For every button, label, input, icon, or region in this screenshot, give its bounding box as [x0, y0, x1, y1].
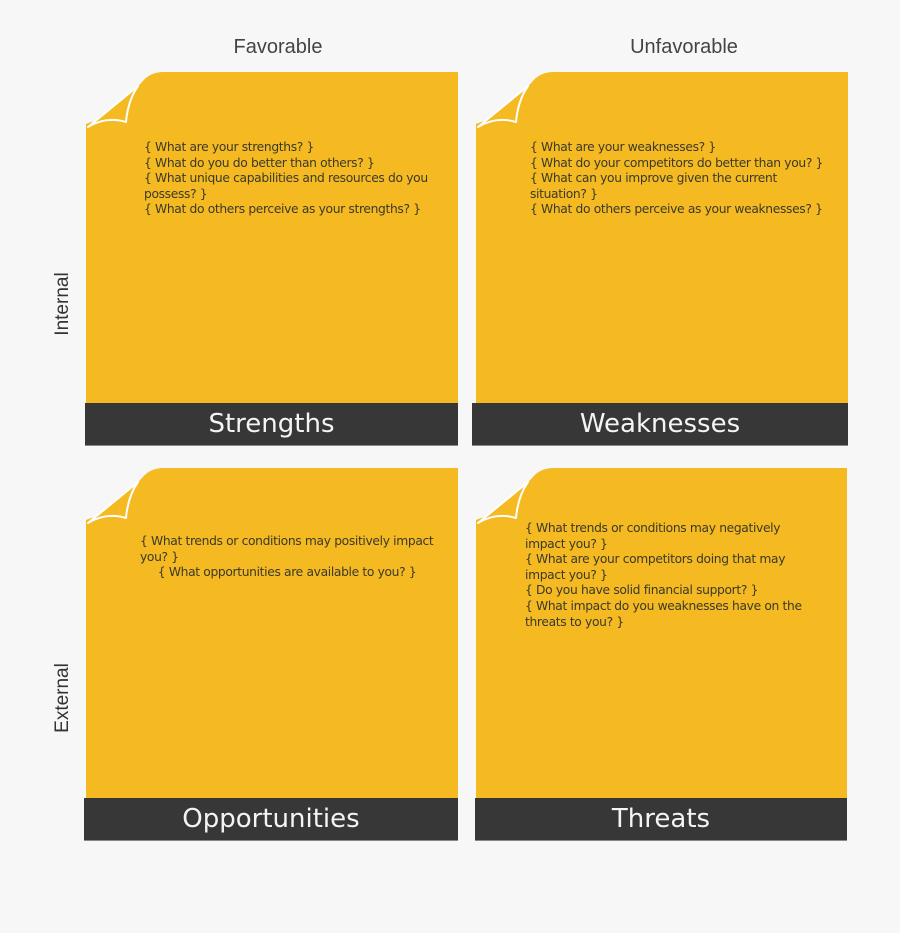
weaknesses-label: Weaknesses	[472, 403, 848, 446]
opportunities-questions: { What trends or conditions may positive…	[140, 534, 450, 581]
question-line: { What are your competitors doing that m…	[525, 552, 786, 567]
question-line: { What trends or conditions may positive…	[140, 534, 434, 548]
note-page-icon	[86, 72, 458, 403]
question-line: { What unique capabilities and resources…	[144, 171, 428, 186]
question-line: { Do you have solid financial support? }	[525, 583, 759, 598]
row-header-internal: Internal	[52, 272, 73, 336]
question-line: situation? }	[530, 186, 598, 201]
question-line: you? }	[140, 549, 179, 564]
question-line: possess? }	[144, 186, 208, 201]
question-line: { What do others perceive as your weakne…	[530, 202, 823, 217]
column-header-favorable: Favorable	[233, 36, 323, 58]
column-header-unfavorable: Unfavorable	[630, 36, 738, 58]
question-line: { What trends or conditions may negative…	[525, 521, 781, 535]
threats-label: Threats	[475, 798, 847, 841]
strengths-questions: { What are your strengths? } { What do y…	[144, 140, 444, 218]
quadrant-strengths: { What are your strengths? } { What do y…	[86, 72, 458, 403]
threats-questions: { What trends or conditions may negative…	[525, 521, 835, 630]
question-line: { What do you do better than others? }	[144, 155, 375, 170]
quadrant-threats: { What trends or conditions may negative…	[476, 468, 847, 798]
question-line: { What do others perceive as your streng…	[144, 202, 421, 217]
question-line: { What do your competitors do better tha…	[530, 155, 824, 170]
opportunities-label: Opportunities	[84, 798, 458, 841]
question-line: impact you? }	[525, 536, 608, 551]
question-line: { What are your weaknesses? }	[530, 140, 716, 154]
quadrant-opportunities: { What trends or conditions may positive…	[86, 468, 458, 798]
question-line: { What can you improve given the current	[530, 171, 777, 186]
quadrant-weaknesses: { What are your weaknesses? } { What do …	[476, 72, 848, 403]
question-line: { What opportunities are available to yo…	[140, 565, 417, 580]
note-page-icon	[476, 468, 847, 798]
question-line: { What are your strengths? }	[144, 140, 314, 154]
question-line: { What impact do you weaknesses have on …	[525, 598, 802, 613]
question-line: impact you? }	[525, 567, 608, 582]
strengths-label: Strengths	[85, 403, 458, 446]
question-line: threats to you? }	[525, 614, 624, 629]
note-page-icon	[476, 72, 848, 403]
row-header-external: External	[52, 663, 73, 733]
weaknesses-questions: { What are your weaknesses? } { What do …	[530, 140, 840, 218]
note-page-icon	[86, 468, 458, 798]
